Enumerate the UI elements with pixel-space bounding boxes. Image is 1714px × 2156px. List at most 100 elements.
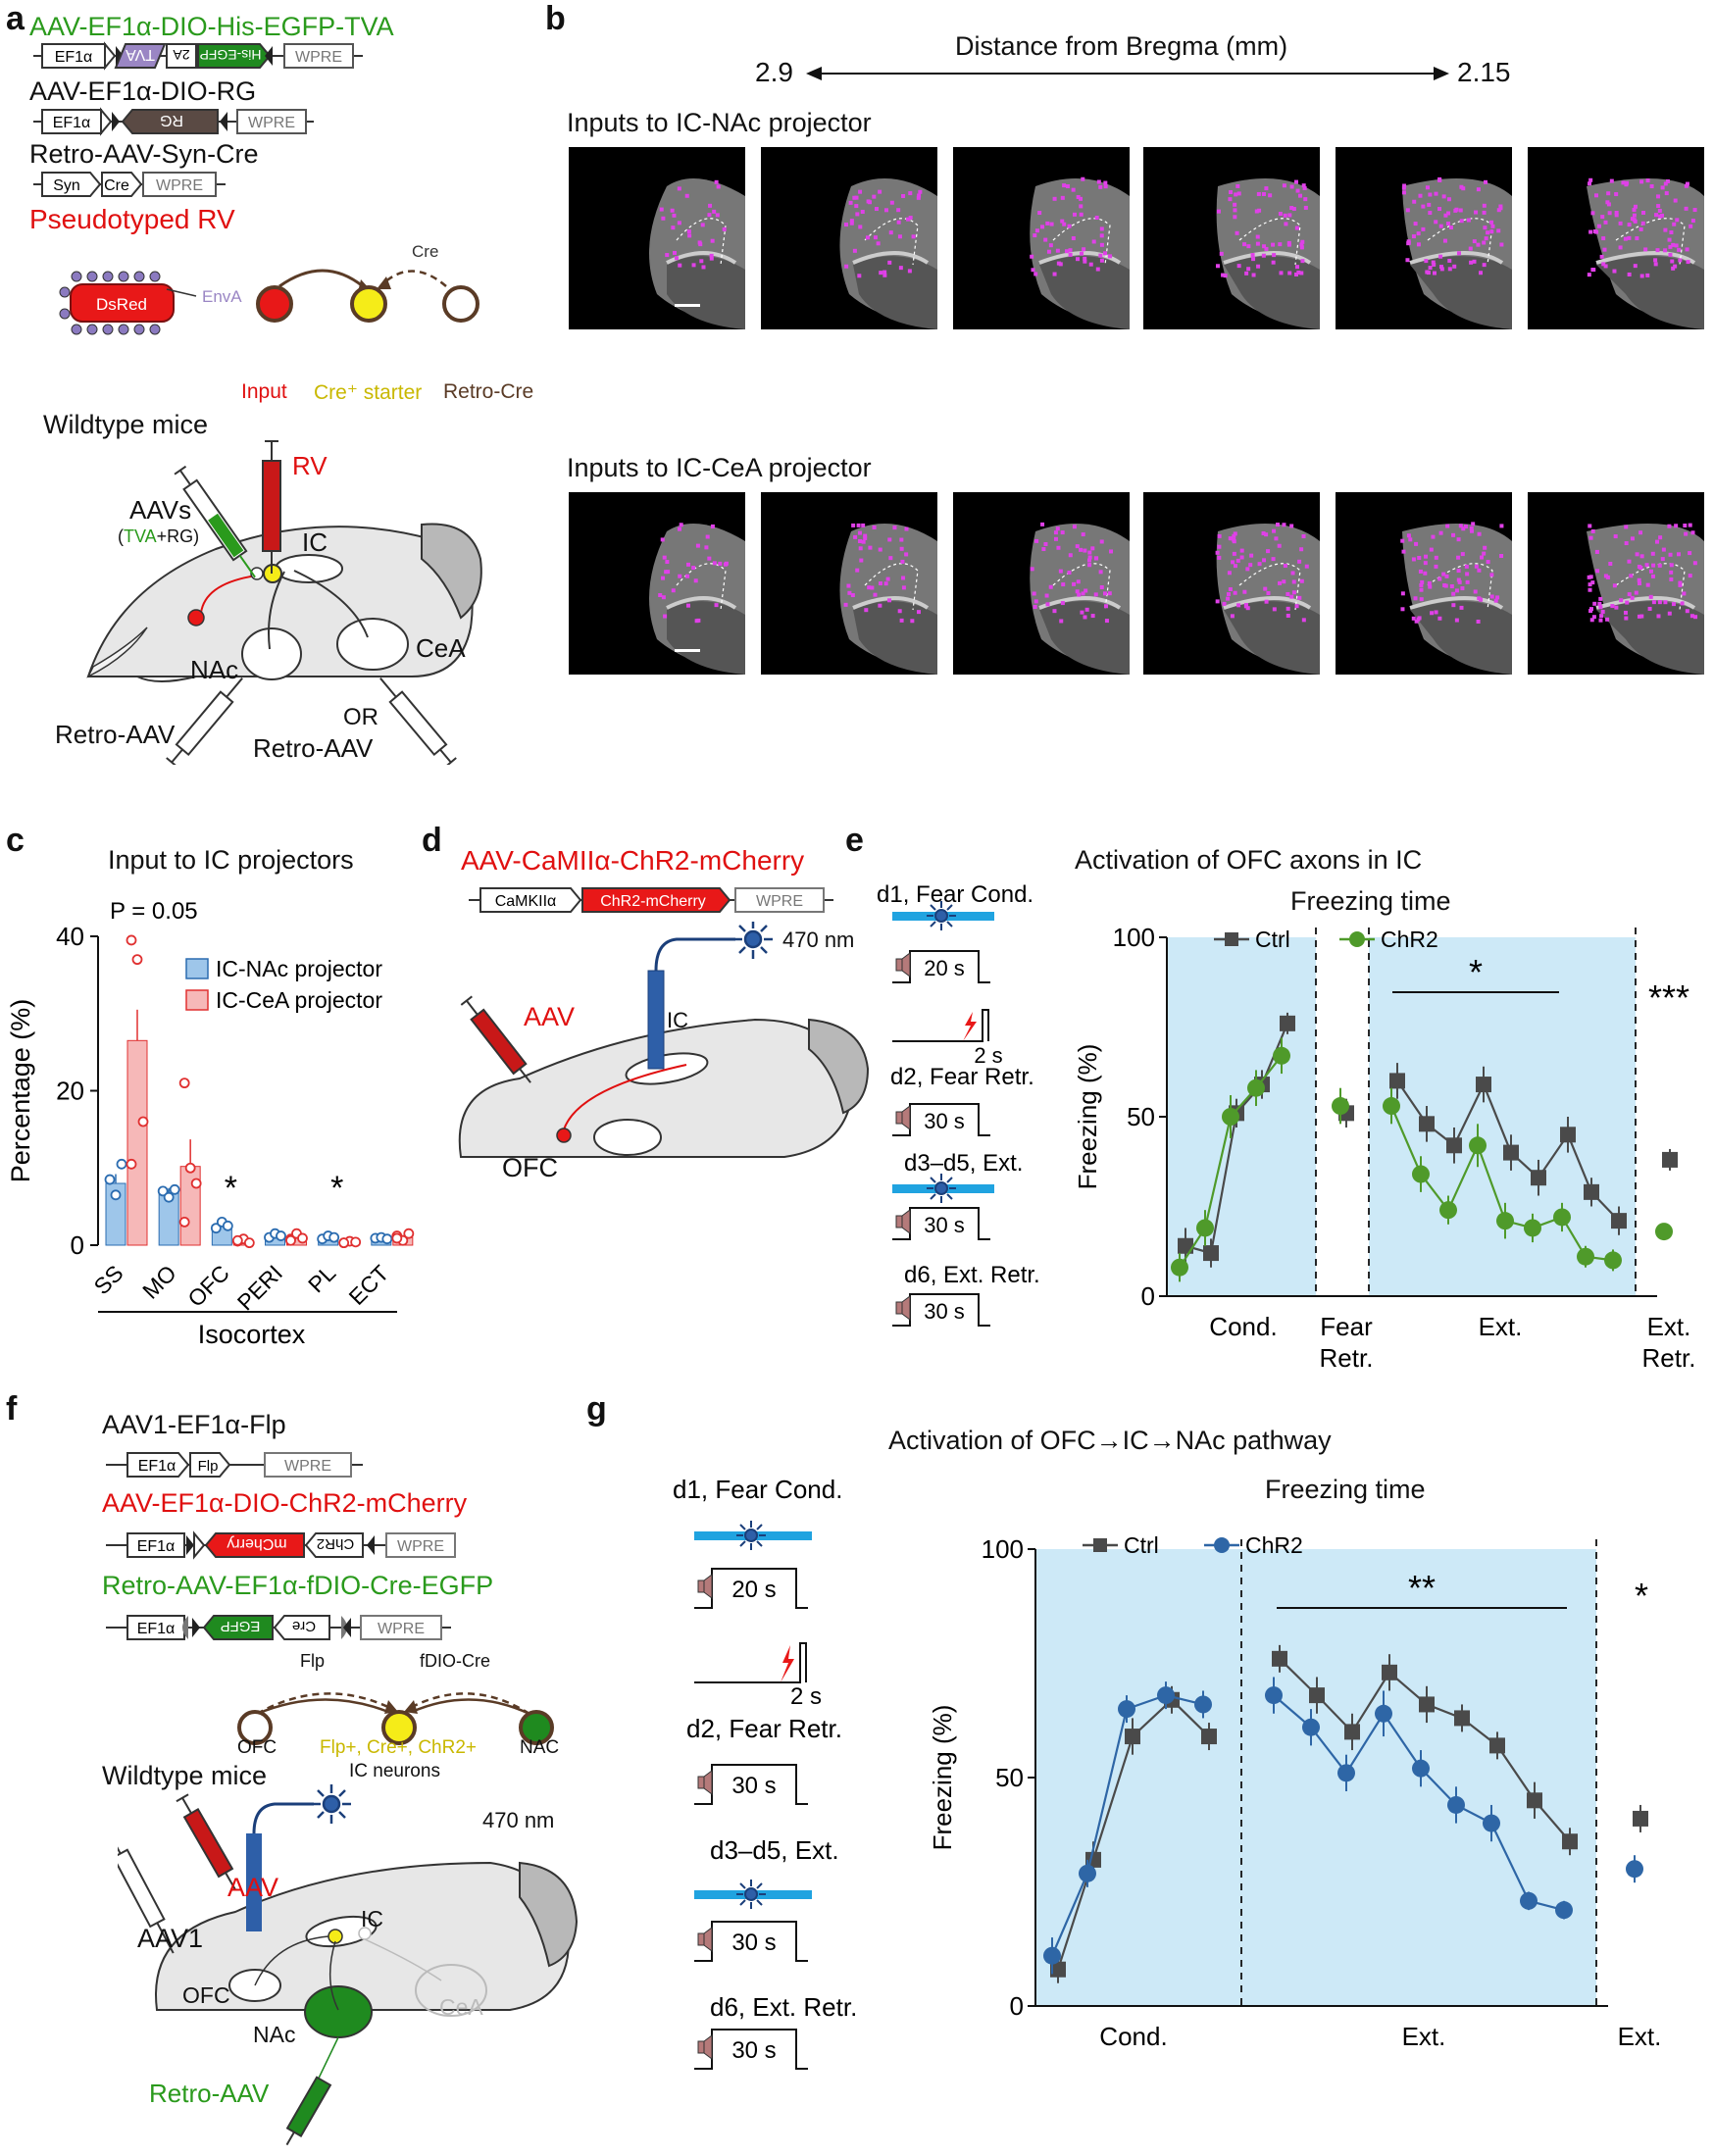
data-point <box>1439 1201 1457 1220</box>
flp-arrow-label: Flp <box>300 1651 326 1671</box>
starter-label: Cre⁺ starter <box>314 381 423 404</box>
svg-text:EF1α: EF1α <box>53 115 91 131</box>
protocol-label: d3–d5, Ext. <box>710 1835 839 1865</box>
ofc-node-label: OFC <box>237 1737 277 1758</box>
dsred-label: DsRed <box>96 295 147 314</box>
data-point <box>126 934 137 946</box>
y-tick-label: 0 <box>1141 1281 1155 1311</box>
significance-star: * <box>1469 952 1483 992</box>
data-point <box>1562 1833 1578 1850</box>
light-label-f: 470 nm <box>482 1808 555 1832</box>
data-point <box>1309 1687 1325 1704</box>
ic-label-a: IC <box>302 527 328 557</box>
y-axis-label: Freezing (%) <box>928 1705 957 1851</box>
panel-d-letter: d <box>422 822 442 859</box>
group-label: Isocortex <box>198 1320 306 1349</box>
data-point <box>1419 1116 1435 1132</box>
data-point <box>1383 1097 1400 1116</box>
laser-icon <box>736 1521 766 1550</box>
light-shade <box>1369 937 1636 1296</box>
svg-text:WPRE: WPRE <box>156 177 203 194</box>
significance-star: ** <box>1408 1568 1436 1608</box>
category-label: PL <box>303 1260 340 1297</box>
data-point <box>1520 1891 1538 1910</box>
tone-duration: 30 s <box>924 1213 965 1237</box>
brain-section-image <box>1143 492 1320 675</box>
construct-a1-title: AAV-EF1α-DIO-His-EGFP-TVA <box>29 12 394 41</box>
bregma-axis-title: Distance from Bregma (mm) <box>955 31 1288 61</box>
shock-trace <box>892 1009 989 1042</box>
data-point <box>126 1158 137 1170</box>
chart-e-subtitle: Freezing time <box>1290 886 1451 916</box>
cea-label-a: CeA <box>416 633 466 663</box>
wildtype-mice-a: Wildtype mice <box>43 410 209 439</box>
group-label: Retr. <box>1320 1343 1374 1373</box>
data-point <box>110 1189 122 1201</box>
data-point <box>1273 1046 1290 1065</box>
data-point <box>1604 1251 1622 1270</box>
retro-aav-label-2: Retro-AAV <box>253 733 374 763</box>
data-point <box>1201 1729 1217 1745</box>
p-value-label: P = 0.05 <box>110 898 198 925</box>
rv-label: RV <box>292 451 328 480</box>
tone-trace <box>892 1293 990 1327</box>
construct-a3-title: Retro-AAV-Syn-Cre <box>29 139 259 169</box>
chart-c-title: Input to IC projectors <box>108 845 354 875</box>
category-label: ECT <box>344 1260 394 1310</box>
svg-text:EF1α: EF1α <box>138 1458 176 1475</box>
brain-schematic-a <box>86 440 482 765</box>
svg-text:His-EGFP: His-EGFP <box>200 47 262 63</box>
data-point <box>1203 1245 1219 1262</box>
tone-trace <box>694 2029 808 2070</box>
svg-text:EF1α: EF1α <box>137 1538 176 1555</box>
data-point <box>178 1078 190 1089</box>
data-point <box>1655 1223 1673 1241</box>
nac-label-f: NAc <box>253 2022 296 2047</box>
legend-label: IC-NAc projector <box>216 956 382 981</box>
tone-trace <box>694 1568 808 1609</box>
protocol-label: d1, Fear Cond. <box>673 1475 842 1504</box>
legend-label: Ctrl <box>1124 1532 1159 1558</box>
tone-trace <box>694 1764 808 1805</box>
svg-text:EF1α: EF1α <box>137 1621 176 1637</box>
y-tick-label: 100 <box>1113 923 1155 952</box>
construct-diagrams-f: EF1α Flp WPRE EF1α mCherry ChR2 WPRE EF1… <box>106 1452 456 1640</box>
bregma-left-value: 2.9 <box>755 57 793 87</box>
data-point <box>1194 1695 1212 1714</box>
scale-bar <box>675 649 700 652</box>
retro-aav-label-f: Retro-AAV <box>149 2079 270 2108</box>
fdio-arrow-label: fDIO-Cre <box>420 1651 490 1671</box>
data-point <box>1419 1696 1435 1713</box>
light-label-d: 470 nm <box>782 928 855 952</box>
group-label: Ext. <box>1618 2022 1662 2051</box>
brain-section-image <box>1336 492 1512 675</box>
data-point <box>157 1185 169 1197</box>
svg-text:Flp: Flp <box>198 1458 219 1475</box>
construct-f2-title: AAV-EF1α-DIO-ChR2-mCherry <box>102 1488 468 1518</box>
svg-text:WPRE: WPRE <box>284 1458 331 1475</box>
y-tick-label: 0 <box>71 1230 84 1260</box>
row1-label: Inputs to IC-NAc projector <box>567 108 872 137</box>
group-label: Cond. <box>1099 2022 1167 2051</box>
brain-section-image <box>761 492 937 675</box>
legend-label: IC-CeA projector <box>216 987 382 1013</box>
bregma-right-value: 2.15 <box>1457 57 1511 87</box>
construct-f1-title: AAV1-EF1α-Flp <box>102 1410 286 1439</box>
y-tick-label: 100 <box>982 1534 1024 1564</box>
group-label: Cond. <box>1209 1312 1277 1341</box>
legend-marker <box>1349 931 1365 947</box>
construct-diagrams-a: EF1α TVA 2A His-EGFP WPRE EF1α RG WPRE S… <box>33 41 363 197</box>
svg-text:mCherry: mCherry <box>227 1535 286 1552</box>
data-point <box>1050 1961 1066 1978</box>
speaker-icon <box>895 952 911 978</box>
data-point <box>210 1223 222 1234</box>
data-point <box>1454 1710 1470 1727</box>
speaker-icon <box>697 1770 713 1795</box>
group-label: Ext. <box>1479 1312 1523 1341</box>
data-point <box>1412 1759 1430 1778</box>
svg-text:RG: RG <box>160 112 183 128</box>
data-point <box>131 954 143 966</box>
legend-marker <box>1225 932 1238 946</box>
data-point <box>1280 1015 1295 1031</box>
